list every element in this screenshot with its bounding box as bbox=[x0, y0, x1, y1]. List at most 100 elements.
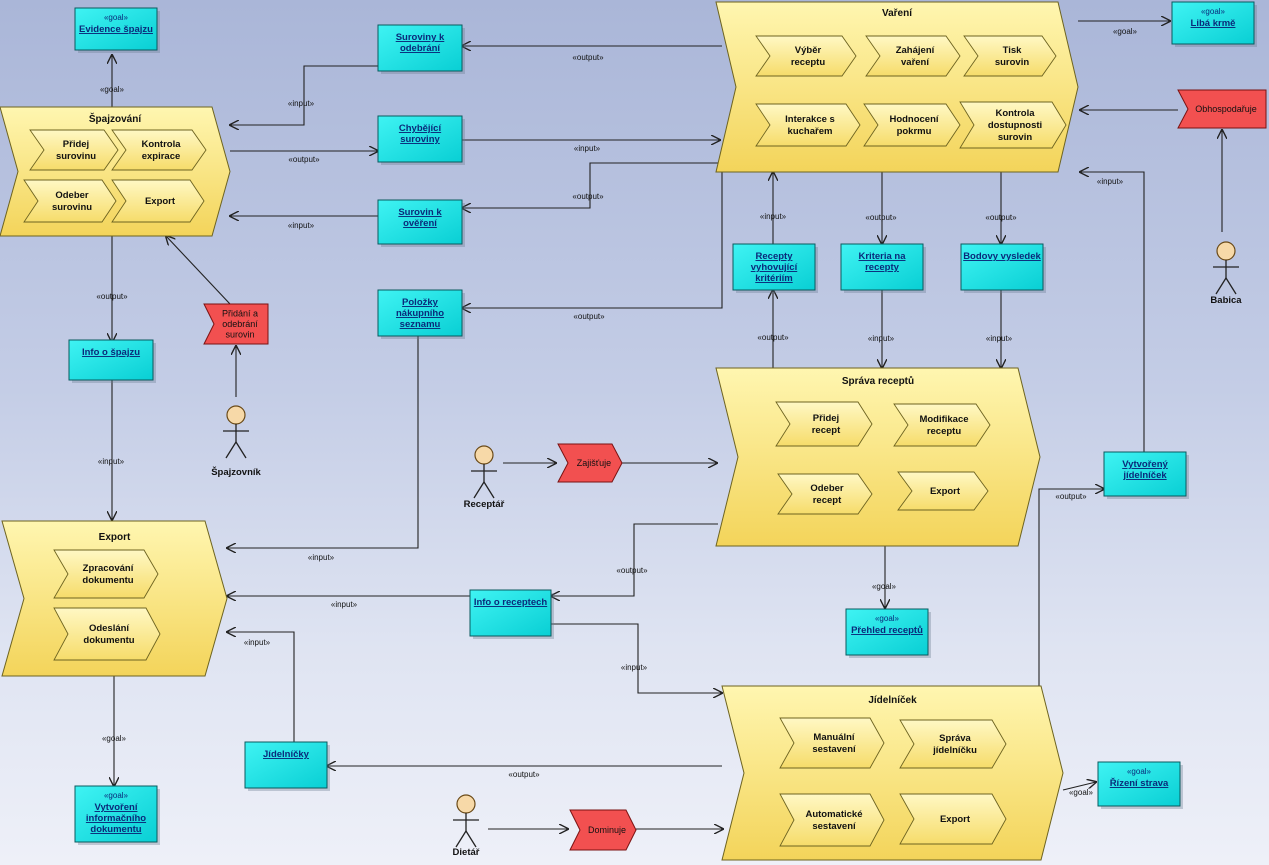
event-dominuje[interactable]: Dominuje bbox=[569, 809, 637, 851]
edge-jidelnicek-goal bbox=[1062, 782, 1096, 791]
edge-jidelnicky-export bbox=[227, 632, 295, 742]
actor-receptar[interactable]: Receptář bbox=[464, 445, 505, 510]
event-zajistuje[interactable]: Zajišťuje bbox=[557, 443, 623, 483]
connectors bbox=[112, 21, 1222, 829]
object-box bbox=[377, 24, 463, 72]
chevron-shape bbox=[899, 719, 1007, 769]
object-box bbox=[377, 289, 463, 337]
object-box bbox=[1103, 451, 1187, 497]
chevron-shape bbox=[963, 35, 1057, 77]
chevron-shape bbox=[899, 793, 1007, 845]
subprocess-label: Export bbox=[145, 196, 176, 207]
process-shape bbox=[1, 520, 228, 677]
goal-rizeni-strava[interactable]: «goal»Řízení strava bbox=[1097, 761, 1183, 809]
subprocess-export[interactable]: Export bbox=[111, 179, 205, 223]
edge-sprava-info-receptech bbox=[551, 523, 718, 596]
actor-dietar[interactable]: Dietář bbox=[453, 794, 480, 858]
edge-label-input: «input» bbox=[621, 663, 648, 672]
subprocess-label: Export bbox=[940, 814, 971, 825]
actor-spajzovnik[interactable]: Špajzovník bbox=[211, 405, 262, 478]
edge-label-output: «output» bbox=[96, 292, 128, 301]
edge-label-input: «input» bbox=[288, 221, 315, 230]
edge-label-goal: «goal» bbox=[102, 734, 127, 743]
object-info-o-receptech[interactable]: Info o receptech bbox=[469, 589, 554, 639]
edge-label-goal: «goal» bbox=[100, 85, 125, 94]
goal-liba-krme[interactable]: «goal»Libá krmě bbox=[1171, 1, 1257, 47]
object-jidelnicky[interactable]: Jídelníčky bbox=[244, 741, 330, 791]
edge-label-goal: «goal» bbox=[1069, 788, 1094, 797]
edge-pridani-spajz bbox=[166, 236, 231, 305]
object-box bbox=[377, 115, 463, 163]
goal-prehled-receptu[interactable]: «goal»Přehled receptů bbox=[845, 608, 931, 658]
object-box bbox=[960, 243, 1044, 291]
edge-label-input: «input» bbox=[986, 334, 1013, 343]
actor-label: Dietář bbox=[453, 847, 480, 858]
event-shape bbox=[557, 443, 623, 483]
edge-suroviny-odebrani-spajz bbox=[230, 65, 380, 125]
edge-label-goal: «goal» bbox=[1113, 27, 1138, 36]
chevron-shape bbox=[53, 549, 159, 599]
actor-babica[interactable]: Babica bbox=[1210, 241, 1242, 306]
edge-label-goal: «goal» bbox=[872, 582, 897, 591]
goal-label: Evidence špajzu bbox=[79, 24, 153, 35]
goal-box bbox=[1171, 1, 1255, 45]
goal-stereotype: «goal» bbox=[104, 13, 129, 22]
edge-label-input: «input» bbox=[98, 457, 125, 466]
chevron-shape bbox=[775, 401, 873, 447]
event-obhospodaruje[interactable]: Obhospodařuje bbox=[1177, 89, 1267, 129]
object-info-o-spajzu[interactable]: Info o špajzu bbox=[68, 339, 156, 383]
goal-evidence-spajzu[interactable]: «goal» Evidence špajzu bbox=[74, 7, 160, 53]
edge-label-output: «output» bbox=[288, 155, 320, 164]
subprocess-export[interactable]: Export bbox=[897, 471, 989, 511]
chevron-shape bbox=[863, 103, 961, 147]
subprocess-export[interactable]: Export bbox=[899, 793, 1007, 845]
goal-box bbox=[1097, 761, 1181, 807]
actor-label: Receptář bbox=[464, 499, 505, 510]
object-bodovy-vysledek[interactable]: Bodovy vysledek bbox=[960, 243, 1046, 293]
